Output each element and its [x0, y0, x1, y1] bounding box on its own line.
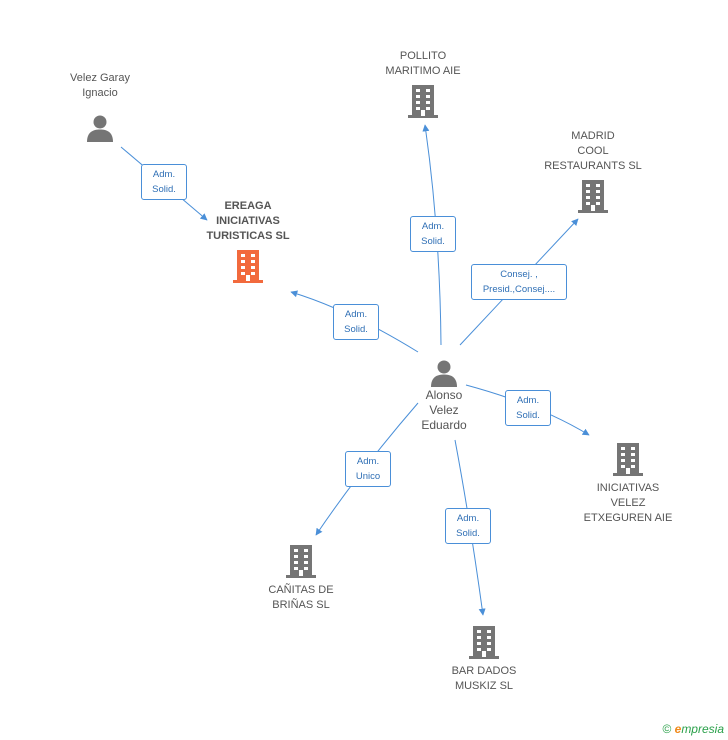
person-icon — [87, 115, 113, 142]
node-label: BAR DADOS MUSKIZ SL — [451, 665, 517, 692]
edge-label-alonso-to-ereaga[interactable]: Adm. Solid. — [333, 304, 379, 340]
building-icon — [233, 250, 263, 283]
building-icon — [578, 180, 608, 213]
edge-label-alonso-to-pollito[interactable]: Adm. Solid. — [410, 216, 456, 252]
node-label: CAÑITAS DE BRIÑAS SL — [268, 584, 334, 611]
node-pollito-maritimo-aie[interactable]: POLLITO MARITIMO AIE — [373, 49, 473, 119]
copyright-symbol: © — [662, 722, 672, 736]
node-label: POLLITO MARITIMO AIE — [385, 50, 461, 77]
brand-logo-text: mpresia — [681, 722, 724, 736]
node-label: MADRID COOL RESTAURANTS SL — [544, 130, 642, 172]
building-icon — [469, 626, 499, 659]
edge-label-alonso-to-iniciativas-velez[interactable]: Adm. Solid. — [505, 390, 551, 426]
node-ereaga-iniciativas-turisticas[interactable]: EREAGA INICIATIVAS TURISTICAS SL — [193, 199, 303, 284]
building-icon — [613, 443, 643, 476]
node-bar-dados-muskiz[interactable]: BAR DADOS MUSKIZ SL — [434, 624, 534, 694]
node-canitas-de-brinas[interactable]: CAÑITAS DE BRIÑAS SL — [251, 543, 351, 613]
edge-label-velez-garay-to-ereaga[interactable]: Adm. Solid. — [141, 164, 187, 200]
edge-label-alonso-to-canitas[interactable]: Adm. Unico — [345, 451, 391, 487]
node-madrid-cool-restaurants[interactable]: MADRID COOL RESTAURANTS SL — [538, 129, 648, 214]
node-alonso-velez-eduardo[interactable]: Alonso Velez Eduardo — [394, 358, 494, 433]
node-label: EREAGA INICIATIVAS TURISTICAS SL — [206, 200, 290, 242]
footer-brand: © empresia — [662, 722, 724, 736]
node-label: Alonso Velez Eduardo — [421, 388, 467, 432]
node-iniciativas-velez-etxeguren[interactable]: INICIATIVAS VELEZ ETXEGUREN AIE — [573, 441, 683, 526]
edge-label-alonso-to-madrid-cool[interactable]: Consej. , Presid.,Consej.... — [471, 264, 567, 300]
node-velez-garay-ignacio[interactable]: Velez Garay Ignacio — [50, 71, 150, 143]
person-icon — [431, 360, 457, 387]
edge-label-alonso-to-bar-dados[interactable]: Adm. Solid. — [445, 508, 491, 544]
brand-logo-initial: e — [674, 722, 682, 736]
node-label: INICIATIVAS VELEZ ETXEGUREN AIE — [583, 482, 673, 524]
building-icon — [408, 85, 438, 118]
node-label: Velez Garay Ignacio — [70, 72, 130, 99]
building-icon — [286, 545, 316, 578]
